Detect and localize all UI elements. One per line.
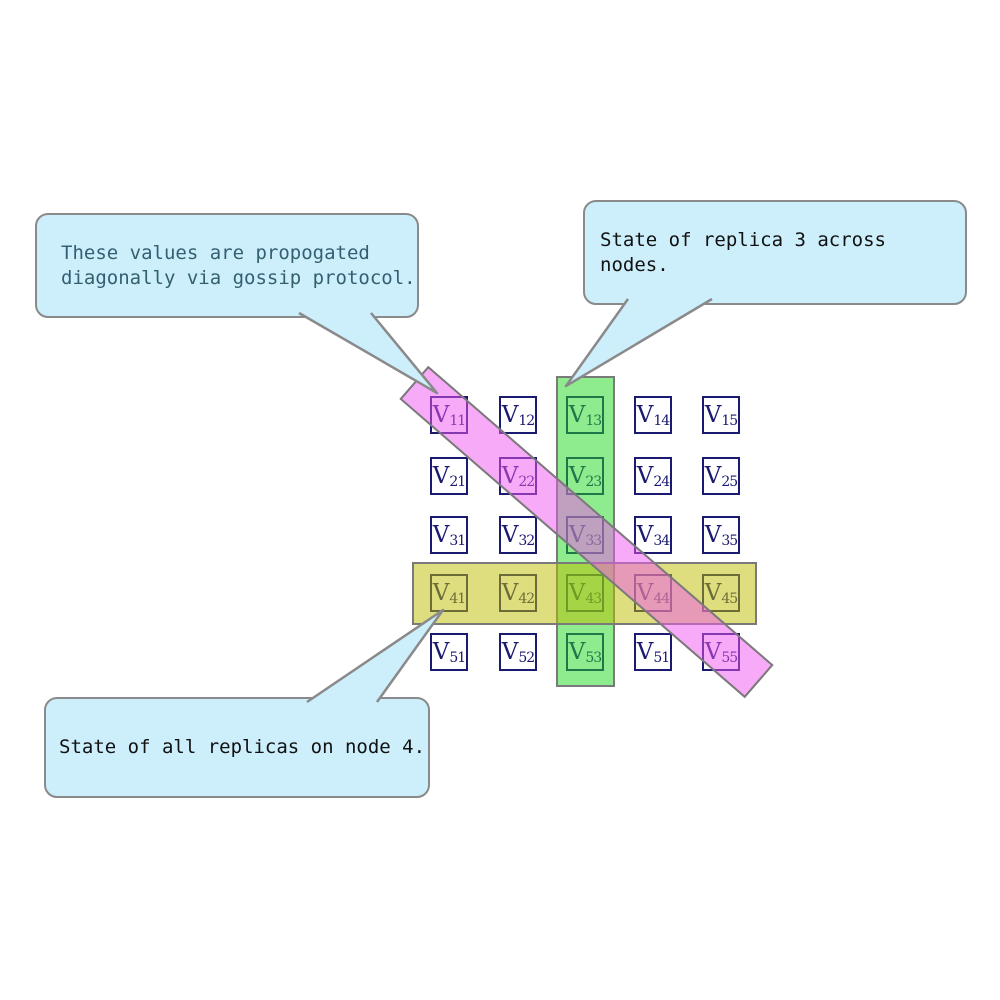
cell-subscript: 35	[721, 533, 738, 549]
replica3-pointer	[564, 297, 713, 388]
cell-base: V	[501, 401, 519, 428]
cell-base: V	[432, 521, 450, 548]
cell-base: V	[501, 521, 519, 548]
cell-subscript: 32	[518, 533, 535, 549]
callout-node4-line1: State of all replicas on node 4.	[59, 736, 426, 758]
callout-node4-note: State of all replicas on node 4.	[44, 697, 430, 798]
cell-base: V	[636, 521, 654, 548]
cell-subscript: 52	[518, 650, 535, 666]
cell-base: V	[704, 462, 722, 489]
callout-replica3-line1: State of replica 3 across nodes.	[600, 228, 886, 276]
cell-subscript: 12	[518, 413, 535, 429]
callout-gossip-line1: These values are propogated	[61, 241, 370, 264]
cell-subscript: 51	[653, 650, 670, 666]
cell-base: V	[704, 521, 722, 548]
cell-subscript: 14	[653, 413, 670, 429]
callout-gossip-note: These values are propogated diagonally v…	[35, 213, 419, 318]
cell-subscript: 15	[721, 413, 738, 429]
callout-gossip-line2: diagonally via gossip protocol.	[61, 266, 416, 289]
cell-base: V	[432, 638, 450, 665]
cell-subscript: 21	[449, 474, 466, 490]
cell-base: V	[636, 401, 654, 428]
cell-subscript: 25	[721, 474, 738, 490]
cell-subscript: 31	[449, 533, 466, 549]
cell-subscript: 34	[653, 533, 670, 549]
callout-replica3-note: State of replica 3 across nodes.	[583, 200, 967, 305]
cell-base: V	[501, 638, 519, 665]
cell-base: V	[704, 401, 722, 428]
cell-base: V	[636, 462, 654, 489]
cell-subscript: 51	[449, 650, 466, 666]
cell-base: V	[432, 462, 450, 489]
cell-base: V	[636, 638, 654, 665]
cell-subscript: 24	[653, 474, 670, 490]
